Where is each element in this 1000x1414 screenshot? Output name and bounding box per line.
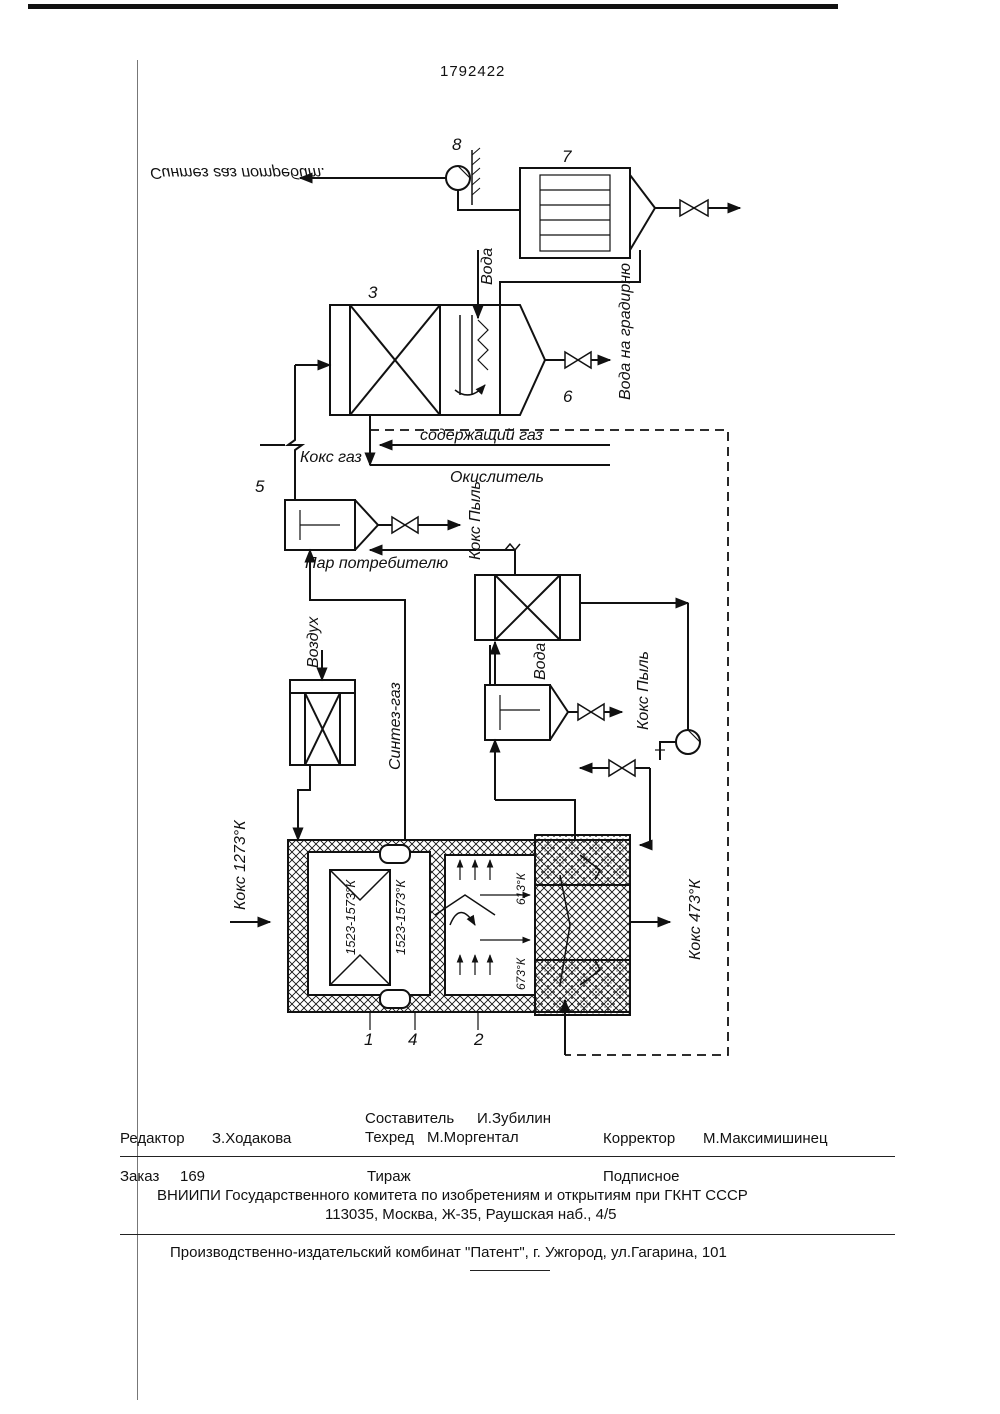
ref-4: 4 xyxy=(408,1030,417,1049)
label-water-mid: Вода xyxy=(532,643,549,680)
label-syngas-consumer: Синтез газ потребит. xyxy=(150,164,325,181)
filter-unit-7 xyxy=(520,168,740,258)
label-coke-in: Кокс 1273°К xyxy=(232,819,249,910)
label-water-in: Вода xyxy=(479,248,496,285)
label-temp-small-upper: 613°К xyxy=(514,872,528,905)
address-line: 113035, Москва, Ж-35, Раушская наб., 4/5 xyxy=(325,1206,617,1223)
compiler-name: И.Зубилин xyxy=(477,1110,551,1127)
cyclone-5 xyxy=(285,500,460,550)
label-coke-dust-top: Кокс Пыль xyxy=(467,481,484,560)
circulation-label: Тираж xyxy=(367,1168,411,1185)
order-label: Заказ xyxy=(120,1168,159,1185)
label-coke-gas: Кокс газ xyxy=(300,449,362,466)
ref-8: 8 xyxy=(452,135,462,154)
institute-line: ВНИИПИ Государственного комитета по изоб… xyxy=(157,1187,748,1204)
corrector-name: М.Максимишинец xyxy=(703,1130,828,1147)
label-air: Воздух xyxy=(305,616,322,668)
footer-rule-2 xyxy=(120,1234,895,1235)
reactor xyxy=(230,835,670,1055)
ref-3: 3 xyxy=(368,283,378,302)
footer-rule-1 xyxy=(120,1156,895,1157)
label-temp-upper-left: 1523-1573°К xyxy=(343,879,358,955)
ref-1: 1 xyxy=(364,1030,373,1049)
label-temp-small-lower: 673°К xyxy=(514,957,528,990)
cyclone-mid xyxy=(485,642,622,840)
label-syngas: Синтез-газ xyxy=(387,682,404,770)
techred-label: Техред xyxy=(365,1129,414,1146)
label-steam-consumer: Пар потребителю xyxy=(305,555,448,572)
subscription-label: Подписное xyxy=(603,1168,680,1185)
publisher-line: Производственно-издательский комбинат "П… xyxy=(170,1244,727,1261)
corrector-label: Корректор xyxy=(603,1130,675,1147)
ref-6: 6 xyxy=(563,387,573,406)
ref-7: 7 xyxy=(562,147,572,166)
air-heater xyxy=(290,650,355,840)
editor-name: З.Ходакова xyxy=(212,1130,291,1147)
ref-2: 2 xyxy=(473,1030,484,1049)
label-oxidizer: Окислитель xyxy=(450,469,544,486)
circulation-pump xyxy=(580,730,700,845)
compiler-label: Составитель xyxy=(365,1110,454,1127)
label-temp-upper-right: 1523-1573°К xyxy=(393,879,408,955)
fan-8 xyxy=(300,148,520,210)
process-flow-diagram: 7 8 3 6 5 1 4 2 Синтез газ потребит. Вод… xyxy=(0,0,1000,1100)
label-coke-out: Кокс 473°К xyxy=(687,878,704,960)
footer-rule-3 xyxy=(470,1270,550,1271)
label-coke-dust-mid: Кокс Пыль xyxy=(635,651,652,730)
techred-name: М.Моргентал xyxy=(427,1129,519,1146)
label-water-cooling-tower: Вода на градирню xyxy=(617,263,634,400)
ref-5: 5 xyxy=(255,477,265,496)
label-containing-gas: содержащий газ xyxy=(420,427,543,444)
order-number: 169 xyxy=(180,1168,205,1185)
editor-label: Редактор xyxy=(120,1130,185,1147)
